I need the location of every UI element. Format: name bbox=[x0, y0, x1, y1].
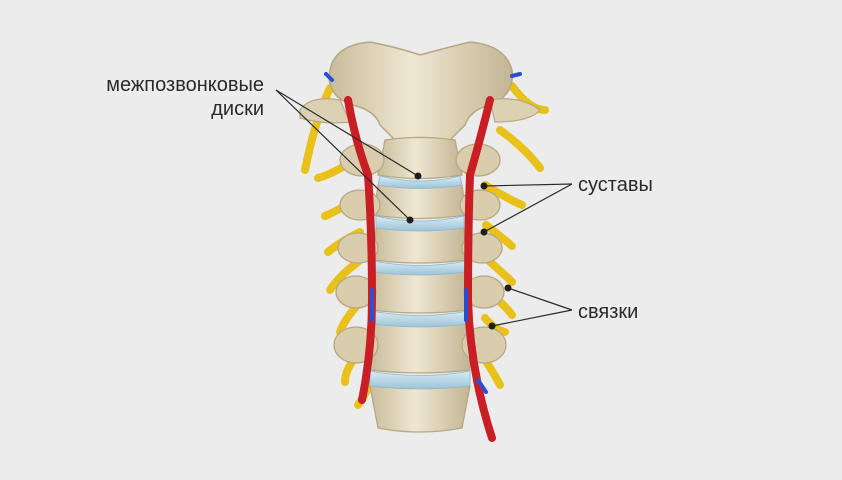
atlas-wing-right bbox=[489, 98, 541, 123]
label-discs-line2: диски bbox=[211, 98, 264, 120]
leader-lines bbox=[275, 89, 573, 327]
label-discs-line1: межпозвонковые bbox=[106, 74, 264, 96]
vertebral-arteries bbox=[344, 96, 496, 442]
intervertebral-discs bbox=[369, 175, 471, 390]
label-ligaments: связки bbox=[578, 301, 639, 323]
skull-base bbox=[328, 41, 514, 141]
label-intervertebral-discs: межпозвонковые диски bbox=[106, 73, 264, 121]
label-joints: суставы bbox=[578, 174, 653, 196]
leader-dots bbox=[406, 172, 512, 330]
veins bbox=[324, 72, 522, 394]
